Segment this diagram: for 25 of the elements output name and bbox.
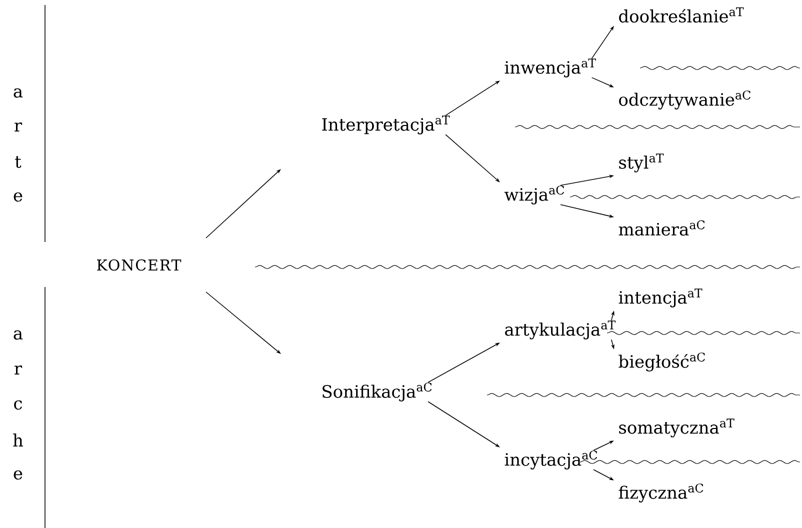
term: KONCERT: [97, 259, 182, 271]
term: intencja$^{aT}$: [618, 288, 702, 308]
term: biegłość$^{aC}$: [618, 352, 705, 372]
term: styl$^{aT}$: [619, 154, 664, 172]
term: incytacja$^{aC}$: [504, 450, 598, 470]
vertical-letter: h: [13, 434, 23, 446]
vertical-letter: r: [14, 365, 22, 375]
vertical-letter: e: [14, 192, 22, 202]
vertical-letter: t: [15, 156, 22, 168]
term: artykulacja$^{aT}$: [505, 320, 616, 340]
vertical-letter: a: [14, 330, 23, 340]
term: maniera$^{aC}$: [618, 220, 705, 236]
vertical-letter: c: [14, 400, 22, 410]
term: Sonifikacja$^{aC}$: [322, 382, 432, 402]
term: inwencja$^{aT}$: [504, 58, 596, 78]
term: wizja$^{aC}$: [504, 186, 564, 204]
term: Interpretacja$^{aT}$: [322, 116, 450, 134]
term: fizyczna$^{aC}$: [618, 484, 704, 502]
vertical-letter: r: [14, 122, 22, 132]
arrow: [206, 169, 281, 238]
term: odczytywanie$^{aC}$: [619, 90, 750, 110]
vertical-letter: a: [14, 88, 23, 98]
term: dookreślanie$^{aT}$: [619, 7, 744, 23]
term: somatyczna$^{aT}$: [619, 418, 734, 438]
vertical-letter: e: [14, 470, 22, 480]
